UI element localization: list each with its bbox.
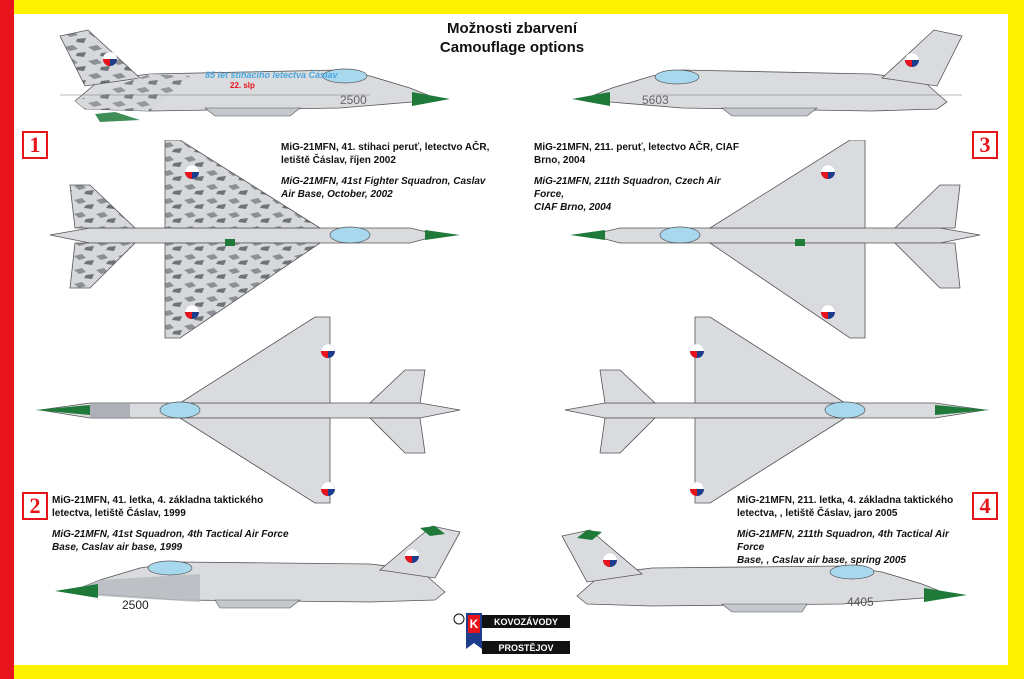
caption-3-czech-1: MiG-21MFN, 211. peruť, letectvo AČR, CIA… <box>534 142 740 153</box>
nose-text: 85 let stihaciho letectva Čáslav <box>205 69 339 80</box>
option-number-3: 3 <box>972 131 998 159</box>
option-number-4: 4 <box>972 492 998 520</box>
logo-mark: K <box>470 617 479 631</box>
green-nose-cone <box>425 230 460 240</box>
caption-2-english-2: Base, Caslav air base, 1999 <box>52 542 183 553</box>
canopy <box>659 226 701 244</box>
lower-wing <box>694 417 847 504</box>
caption-1-english-2: Air Base, October, 2002 <box>281 189 393 200</box>
caption-2-czech-1: MiG-21MFN, 41. letka, 4. základna taktic… <box>52 495 264 506</box>
unit-text: 22. slp <box>230 81 255 90</box>
upper-stabilizer <box>894 184 961 229</box>
option-number-1: 1 <box>22 131 48 159</box>
tail-fin <box>561 529 643 583</box>
caption-1-czech-2: letiště Čáslav, říjen 2002 <box>281 155 396 166</box>
side-number: 5603 <box>642 93 669 107</box>
option-3-top-view <box>570 140 981 339</box>
green-nose-cone <box>35 405 90 415</box>
side-number: 2500 <box>340 93 367 107</box>
upper-wing <box>708 140 866 229</box>
kovozavody-logo: K KOVOZÁVODY PROSTĚJOV <box>453 613 570 654</box>
lower-stabilizer <box>369 417 426 454</box>
upper-stabilizer <box>368 369 426 404</box>
green-nose-cone <box>924 588 967 602</box>
option-3-side-profile: 5603 <box>572 29 963 117</box>
caption-3-english-1: MiG-21MFN, 211th Squadron, Czech Air For… <box>534 176 721 200</box>
logo-bottom-text: PROSTĚJOV <box>498 642 553 653</box>
lower-wing <box>178 417 331 504</box>
caption-1-czech-1: MiG-21MFN, 41. stihaci peruť, letectvo A… <box>281 142 490 153</box>
green-nose-cone <box>935 405 990 415</box>
fuselage <box>589 227 981 244</box>
tail-fin <box>881 29 963 87</box>
lower-stabilizer <box>599 417 656 454</box>
caption-2-czech-2: letectva, letiště Čáslav, 1999 <box>52 508 186 519</box>
canopy <box>654 69 700 85</box>
option-1-side-profile: 85 let stihaciho letectva Čáslav 22. slp… <box>59 29 450 122</box>
green-nose-cone <box>55 584 98 598</box>
canopy <box>159 401 201 419</box>
caption-option-4: MiG-21MFN, 211. letka, 4. základna takti… <box>737 494 977 567</box>
side-number: 2500 <box>122 598 149 612</box>
caption-4-czech-1: MiG-21MFN, 211. letka, 4. základna takti… <box>737 495 954 506</box>
caption-option-3: MiG-21MFN, 211. peruť, letectvo AČR, CIA… <box>534 141 749 214</box>
option-4-bottom-view <box>564 316 990 504</box>
canopy <box>824 401 866 419</box>
title-czech: Možnosti zbarvení <box>446 20 577 37</box>
tail-fin <box>379 525 461 579</box>
canopy <box>322 68 368 84</box>
lower-wing <box>164 242 322 339</box>
tail-fin <box>59 29 141 87</box>
caption-3-czech-2: Brno, 2004 <box>534 155 586 166</box>
upper-wing <box>178 316 331 404</box>
canopy <box>329 226 371 244</box>
caption-3-english-2: CIAF Brno, 2004 <box>534 202 612 213</box>
left-red-border <box>0 0 14 679</box>
registered-mark-icon <box>453 613 465 625</box>
lower-stabilizer <box>69 242 136 289</box>
caption-option-2: MiG-21MFN, 41. letka, 4. základna taktic… <box>52 494 297 554</box>
option-4-side-profile: 4405 <box>561 529 967 613</box>
upper-stabilizer <box>69 184 136 229</box>
caption-1-english-1: MiG-21MFN, 41st Fighter Squadron, Caslav <box>281 176 486 187</box>
option-2-bottom-view <box>35 316 461 504</box>
canopy <box>829 564 875 580</box>
canopy <box>147 560 193 576</box>
option-2-side-profile: 2500 <box>55 525 461 612</box>
green-nose-cone <box>572 92 610 106</box>
caption-option-1: MiG-21MFN, 41. stihaci peruť, letectvo A… <box>281 141 496 201</box>
green-nose-cone <box>570 230 605 240</box>
upper-stabilizer <box>599 369 657 404</box>
green-nose-cone <box>412 92 450 106</box>
fuselage <box>49 227 441 244</box>
logo-top-text: KOVOZÁVODY <box>494 617 558 627</box>
caption-4-english-1: MiG-21MFN, 211th Squadron, 4th Tactical … <box>737 529 949 553</box>
upper-wing <box>164 140 322 229</box>
option-1-top-view <box>49 140 460 339</box>
upper-wing <box>694 316 847 404</box>
side-number: 4405 <box>847 595 874 609</box>
caption-4-czech-2: letectva, , letiště Čáslav, jaro 2005 <box>737 508 898 519</box>
white-panel <box>14 14 1008 665</box>
lower-stabilizer <box>894 242 961 289</box>
caption-4-english-2: Base, , Caslav air base, spring 2005 <box>737 555 906 566</box>
option-number-2: 2 <box>22 492 48 520</box>
caption-2-english-1: MiG-21MFN, 41st Squadron, 4th Tactical A… <box>52 529 289 540</box>
title-english: Camouflage options <box>439 39 585 56</box>
fuselage <box>564 402 986 419</box>
